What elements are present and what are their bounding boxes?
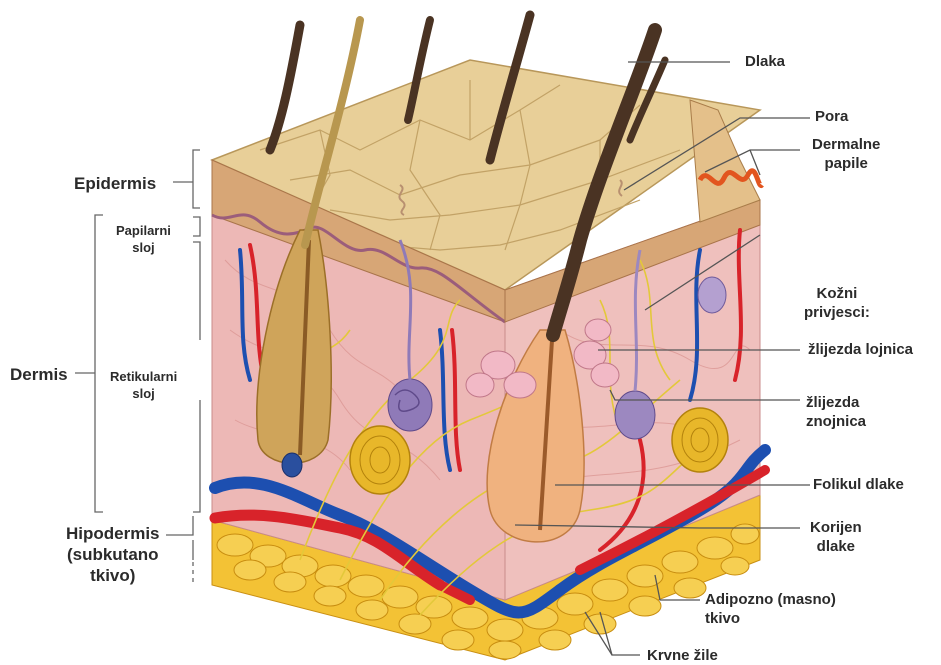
label-retikularni-sloj: Retikularni sloj: [110, 368, 177, 402]
label-folikul-dlake: Folikul dlake: [813, 475, 904, 494]
label-dermis: Dermis: [10, 364, 68, 385]
lamellar-corpuscle-right: [672, 408, 728, 472]
lamellar-corpuscle-left: [350, 426, 410, 494]
label-papilarni-sloj: Papilarni sloj: [116, 222, 171, 256]
label-kozni-privjesci: Kožni privjesci:: [804, 284, 870, 322]
label-pora: Pora: [815, 107, 848, 126]
label-epidermis: Epidermis: [74, 173, 156, 194]
label-zlijezda-lojnica: žlijezda lojnica: [808, 340, 913, 359]
label-korijen-dlake: Korijen dlake: [810, 518, 862, 556]
label-dlaka: Dlaka: [745, 52, 785, 71]
label-zlijezda-znojnica: žlijezda znojnica: [806, 393, 866, 431]
label-adipozno-tkivo: Adipozno (masno) tkivo: [705, 590, 836, 628]
label-hipodermis: Hipodermis (subkutano tkivo): [66, 523, 160, 586]
label-krvne-zile: Krvne žile: [647, 646, 718, 665]
label-dermalne-papile: Dermalne papile: [812, 135, 880, 173]
